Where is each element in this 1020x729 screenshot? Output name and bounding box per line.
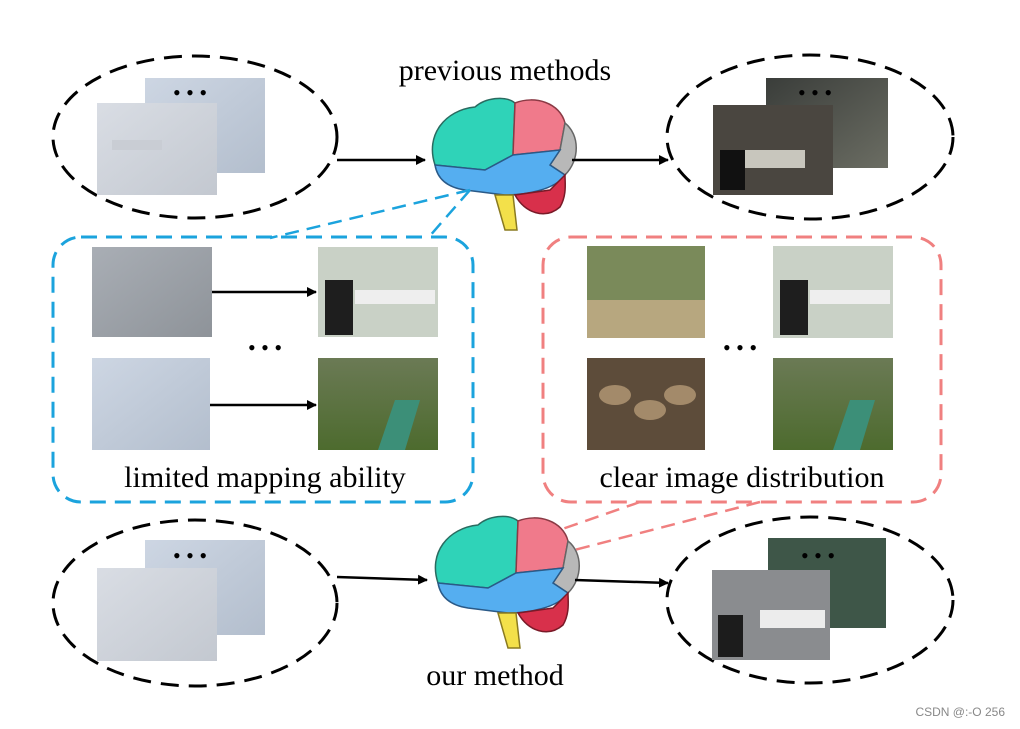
path-hint: [833, 400, 875, 450]
bottom-output-ellipsis: • • •: [801, 543, 835, 568]
log-hint: [634, 400, 666, 420]
bottom-title: our method: [426, 659, 563, 692]
limited-mapping-caption: limited mapping ability: [124, 461, 406, 494]
hazy-image-thumbnail: [92, 358, 210, 450]
top-output-ellipse: [665, 53, 955, 221]
sand-hint: [587, 300, 705, 338]
log-hint: [664, 385, 696, 405]
chair-hint: [325, 280, 353, 335]
chair-hint: [780, 280, 808, 335]
top-input-ellipse: [51, 54, 339, 220]
bottom-input-ellipsis: • • •: [173, 543, 207, 568]
table-hint: [810, 290, 890, 304]
hazy-image-thumbnail: [92, 247, 212, 337]
bottom-arrow-in: [336, 574, 428, 585]
brain-icon: [431, 97, 577, 231]
top-title: previous methods: [399, 54, 611, 87]
hazy-bench-hint: [112, 140, 162, 150]
table-hint: [745, 150, 805, 168]
distribution-ellipsis: • • •: [723, 335, 757, 360]
clear-distribution-box: • • • clear image distribution: [541, 235, 943, 504]
top-input-ellipsis: • • •: [173, 80, 207, 105]
log-hint: [599, 385, 631, 405]
bottom-input-ellipse: [51, 518, 339, 688]
blue-connector: [427, 189, 471, 239]
bottom-output-group: • • •: [665, 515, 955, 685]
bottom-output-ellipse: [665, 515, 955, 685]
bottom-arrow-out: [574, 577, 669, 588]
bottom-input-group: • • •: [51, 518, 339, 688]
watermark: CSDN @:-O 256: [915, 705, 1005, 719]
path-hint: [378, 400, 420, 450]
table-hint: [760, 610, 825, 628]
clear-image-thumbnail: [773, 358, 893, 450]
clear-distribution-caption: clear image distribution: [600, 461, 885, 494]
top-output-ellipsis: • • •: [798, 80, 832, 105]
chair-hint: [718, 615, 743, 657]
limited-mapping-border: [51, 235, 475, 504]
clear-distribution-border: [541, 235, 943, 504]
top-input-group: • • •: [51, 54, 339, 220]
pink-connector: [554, 500, 761, 557]
top-output-group: • • •: [665, 53, 955, 221]
pink-connector: [544, 500, 641, 537]
hazy-image-thumbnail: [97, 568, 217, 661]
blue-connector: [269, 188, 471, 240]
brain-icon: [434, 515, 580, 649]
limited-mapping-box: • • • limited mapping ability: [51, 235, 475, 504]
clear-image-thumbnail: [318, 358, 438, 450]
chair-hint: [720, 150, 745, 190]
table-hint: [355, 290, 435, 304]
mapping-ellipsis: • • •: [248, 335, 282, 360]
